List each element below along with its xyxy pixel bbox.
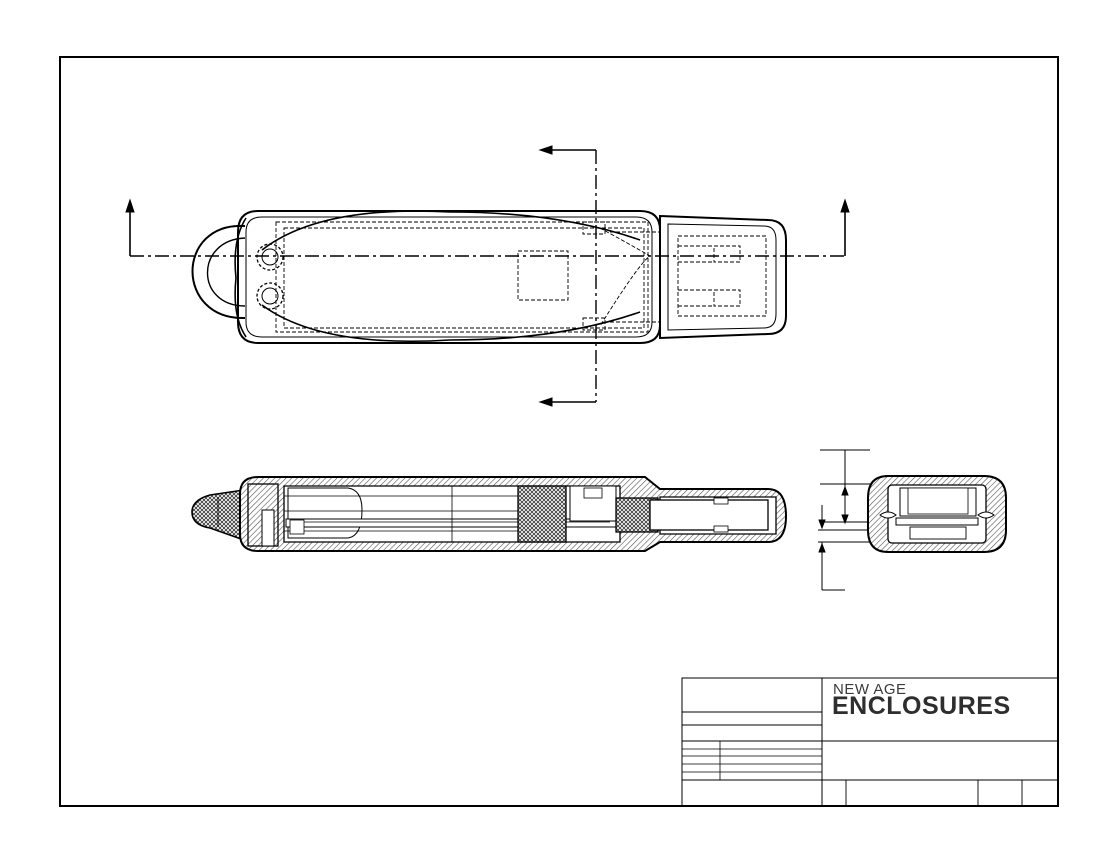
top-view <box>125 145 850 407</box>
sheet-border <box>59 56 1059 807</box>
logo-line-2: ENCLOSURES <box>832 692 1011 720</box>
logo-line-1: NEW AGE <box>833 681 907 698</box>
button-top <box>256 243 284 271</box>
key-ring-loop <box>191 224 246 320</box>
usb-cap-outline <box>659 214 787 340</box>
section-line-horizontal <box>125 198 850 257</box>
end-section-view <box>818 449 1007 591</box>
section-line-vertical <box>538 145 597 407</box>
company-logo: NEW AGE ENCLOSURES <box>832 681 1011 720</box>
title-block <box>681 677 1059 807</box>
button-bottom <box>256 282 284 310</box>
body-outline <box>237 210 661 344</box>
side-section-view <box>191 476 788 552</box>
